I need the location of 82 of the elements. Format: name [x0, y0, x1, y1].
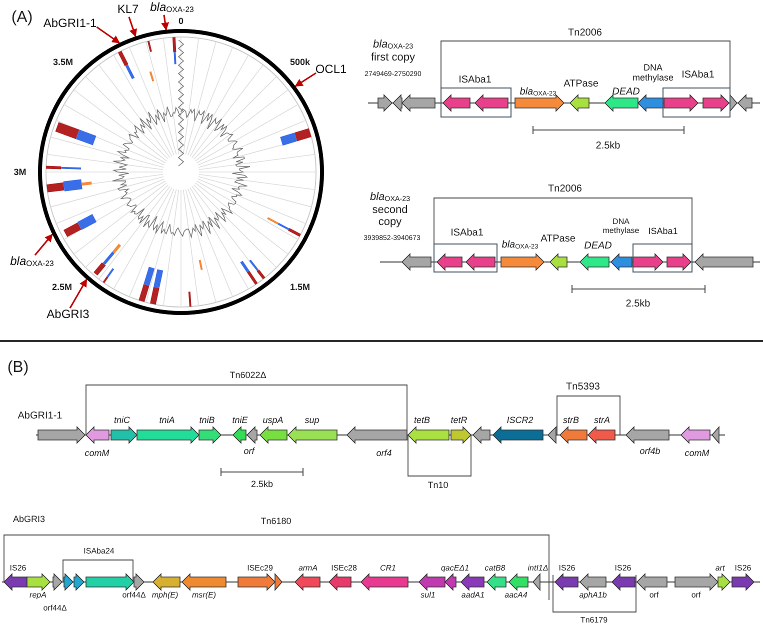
label: (B) — [7, 358, 29, 378]
label: tniE — [232, 414, 248, 426]
label: mph(E) — [152, 590, 178, 600]
label: strB — [563, 414, 579, 426]
label: 1.5M — [290, 282, 310, 292]
label: DEAD — [612, 86, 640, 98]
label: comM — [84, 448, 110, 458]
label: ISAba24 — [84, 546, 114, 556]
region-label: bla$_{OXA-23}$ — [10, 255, 54, 269]
label: 3.5M — [53, 56, 73, 68]
label: msr(E) — [192, 590, 216, 600]
label: armA — [298, 563, 318, 573]
label: Tn10 — [428, 480, 448, 490]
label: ISEc28 — [331, 563, 357, 573]
label: ISAba1 — [682, 69, 714, 81]
arrow — [128, 16, 138, 38]
label: Tn6022Δ — [230, 370, 266, 380]
label: Tn5393 — [566, 381, 600, 393]
label: ISAba1 — [458, 74, 492, 86]
label: Tn6179 — [580, 615, 608, 625]
label: DNA methylase — [631, 62, 675, 84]
label: catB8 — [484, 563, 506, 573]
arrow — [161, 14, 170, 31]
label: ISAba1 — [450, 227, 484, 239]
label: aacA4 — [504, 590, 528, 600]
region-label: AbGRI1-1 — [43, 17, 97, 31]
label: DEAD — [584, 240, 612, 252]
label: tniC — [114, 414, 130, 426]
label: IS26 — [558, 563, 576, 573]
label: sup — [304, 414, 320, 426]
label: qacEΔ1 — [440, 563, 470, 573]
label: strA — [594, 414, 610, 426]
region-label: AbGRI3 — [46, 308, 90, 322]
label: DNA methylase — [602, 216, 640, 236]
arrow — [69, 278, 88, 308]
label: Tn2006 — [548, 183, 582, 195]
label: intI1Δ — [528, 563, 548, 573]
region-label: OCL1 — [315, 63, 347, 77]
label: tetB — [414, 414, 430, 426]
label: orf — [244, 446, 254, 456]
label: IS26 — [10, 563, 26, 573]
label: 500k — [290, 56, 310, 68]
label: tniB — [199, 414, 215, 426]
label: tniA — [159, 414, 175, 426]
region-label: bla$_{OXA-23}$ — [150, 1, 194, 15]
label: ATPase — [540, 233, 576, 245]
label: (A) — [11, 8, 33, 28]
label: ISEc29 — [247, 563, 273, 573]
label: uspA — [262, 414, 284, 426]
label: 2.5kb — [626, 298, 650, 310]
label: orf4 — [376, 448, 392, 458]
label: 2.5M — [52, 282, 72, 292]
label: 3M — [14, 166, 26, 178]
label: Tn2006 — [568, 27, 602, 39]
label: orf — [649, 590, 659, 600]
label: 2.5kb — [250, 478, 274, 490]
label: aphA1b — [579, 590, 607, 600]
label: sul1 — [420, 590, 436, 600]
label: orf44Δ — [43, 603, 67, 613]
label: repA — [30, 590, 46, 600]
arrow — [34, 234, 53, 256]
label: AbGRI3 — [13, 514, 45, 524]
label: comM — [684, 448, 710, 458]
region-label: KL7 — [117, 3, 139, 17]
label: orf44Δ — [122, 590, 146, 600]
label: ATPase — [564, 78, 598, 90]
label: ISCR2 — [506, 414, 534, 426]
label: CR1 — [380, 563, 396, 573]
label: 0 — [178, 16, 184, 26]
label: IS26 — [734, 563, 752, 573]
label: aadA1 — [461, 590, 485, 600]
arrow — [294, 72, 316, 87]
arrow — [96, 26, 120, 44]
label: orf4b — [640, 446, 660, 456]
label: IS26 — [614, 563, 632, 573]
label: ISAba1 — [648, 226, 678, 236]
label: art — [715, 563, 725, 573]
label: Tn6180 — [260, 516, 292, 526]
label: 2.5kb — [596, 140, 620, 152]
label: orf — [691, 590, 701, 600]
label: AbGRI1-1 — [18, 410, 62, 422]
label: tetR — [450, 414, 468, 426]
